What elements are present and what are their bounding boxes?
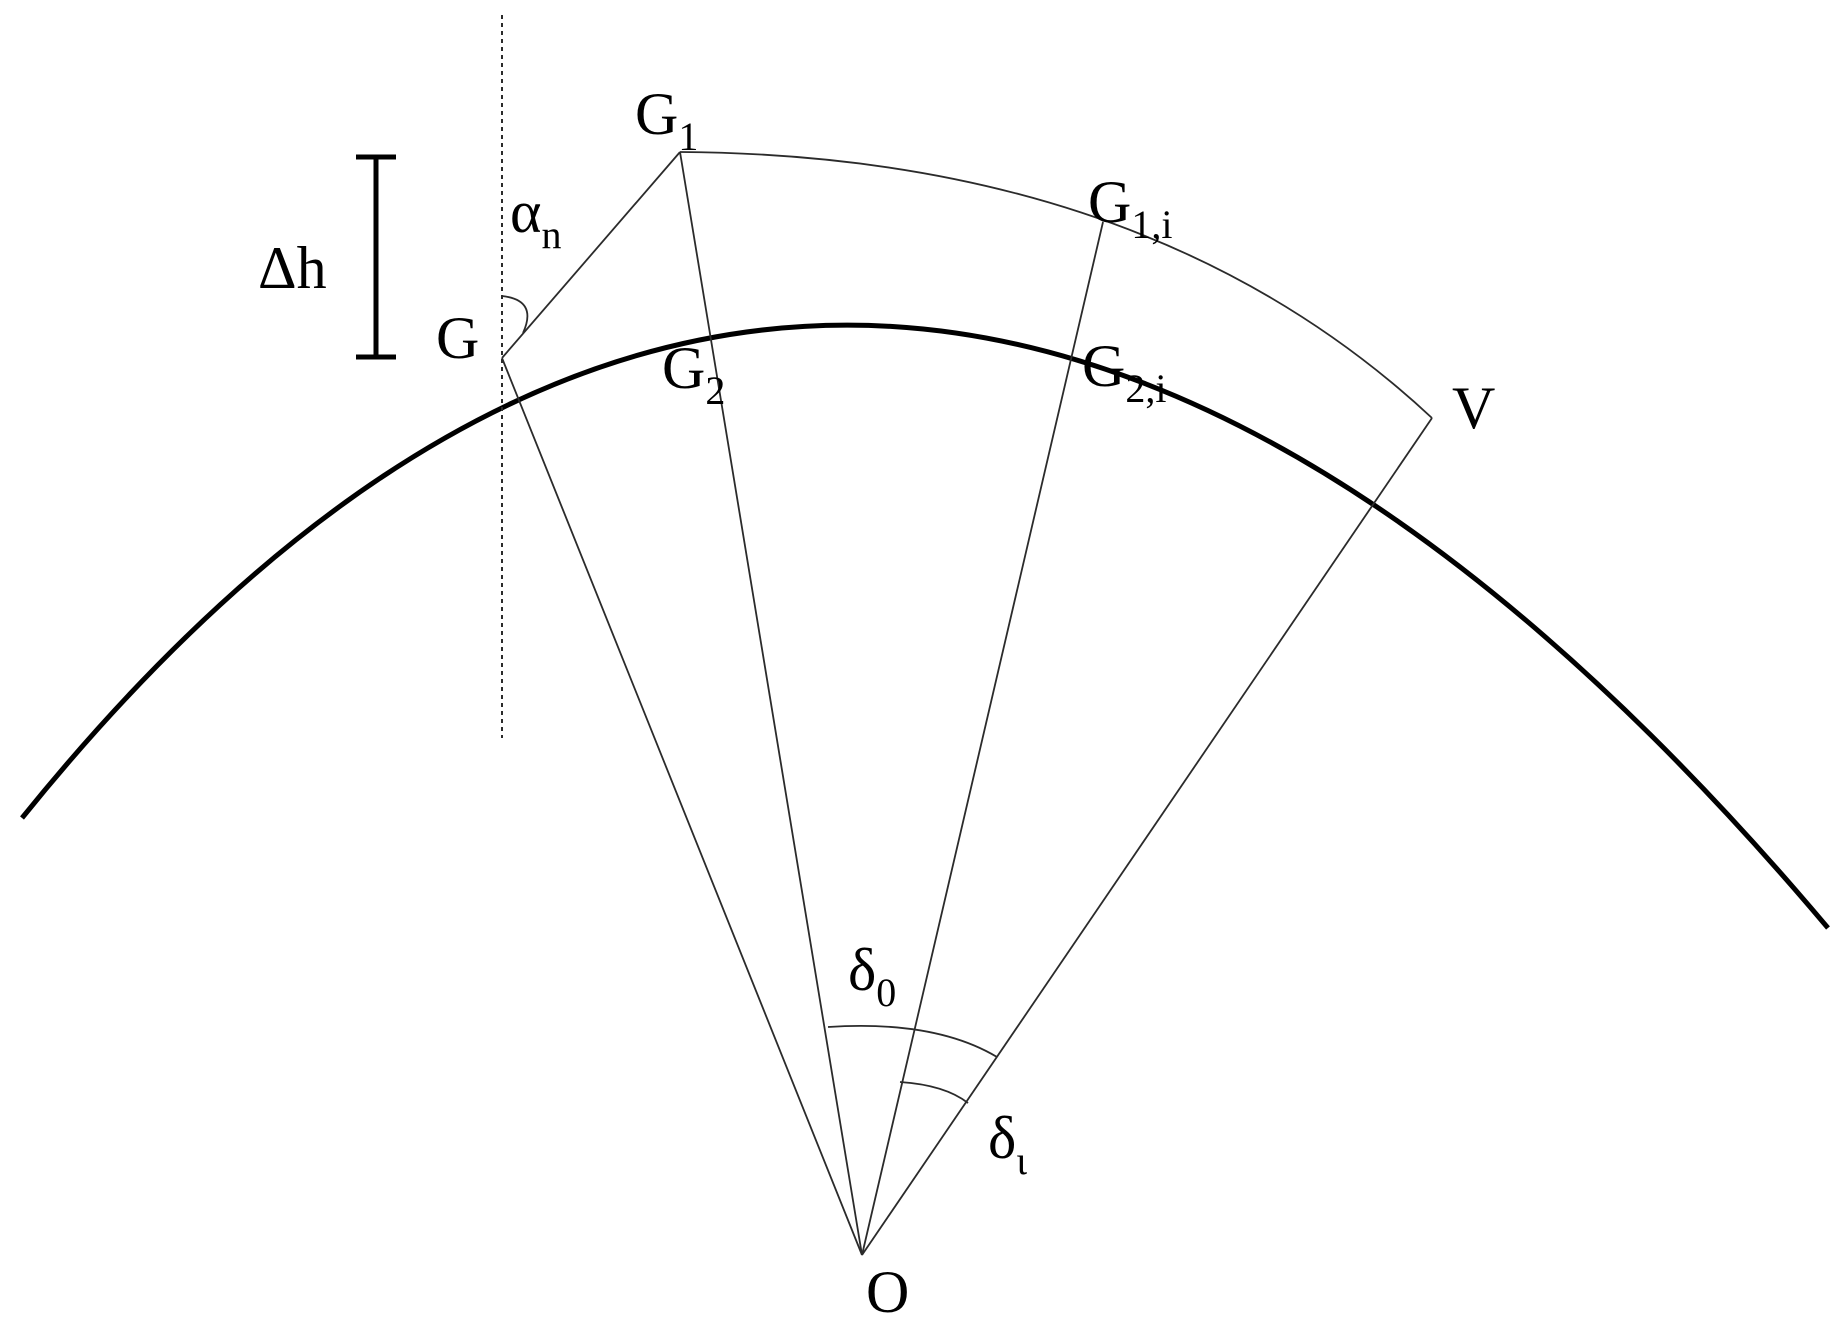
point-g2-label: G2 xyxy=(662,335,725,413)
deltai-label: δι xyxy=(988,1105,1027,1183)
radius-o-g xyxy=(501,357,863,1256)
radius-o-v xyxy=(861,417,1433,1256)
delta0-label: δ0 xyxy=(848,937,896,1015)
alpha-label: αn xyxy=(510,179,561,257)
point-g1i-label: G1,i xyxy=(1088,169,1172,247)
delta0-angle-arc xyxy=(827,1024,998,1058)
point-g2i-label: G2,i xyxy=(1082,333,1166,411)
line-g-g1 xyxy=(501,151,681,359)
delta-h-bracket xyxy=(356,154,396,360)
earth-surface-arc xyxy=(20,322,1830,930)
deltai-angle-arc xyxy=(899,1081,969,1104)
point-o-label: O xyxy=(866,1259,909,1323)
alpha-angle-arc xyxy=(501,295,529,334)
point-g-label: G xyxy=(436,305,479,371)
point-g1-label: G1 xyxy=(635,81,698,159)
upper-arc-g1-v xyxy=(679,151,1433,419)
delta-h-label: Δh xyxy=(258,235,327,301)
radius-o-g1 xyxy=(679,151,863,1256)
radius-o-g1i xyxy=(861,221,1104,1256)
point-v-label: V xyxy=(1452,375,1495,441)
